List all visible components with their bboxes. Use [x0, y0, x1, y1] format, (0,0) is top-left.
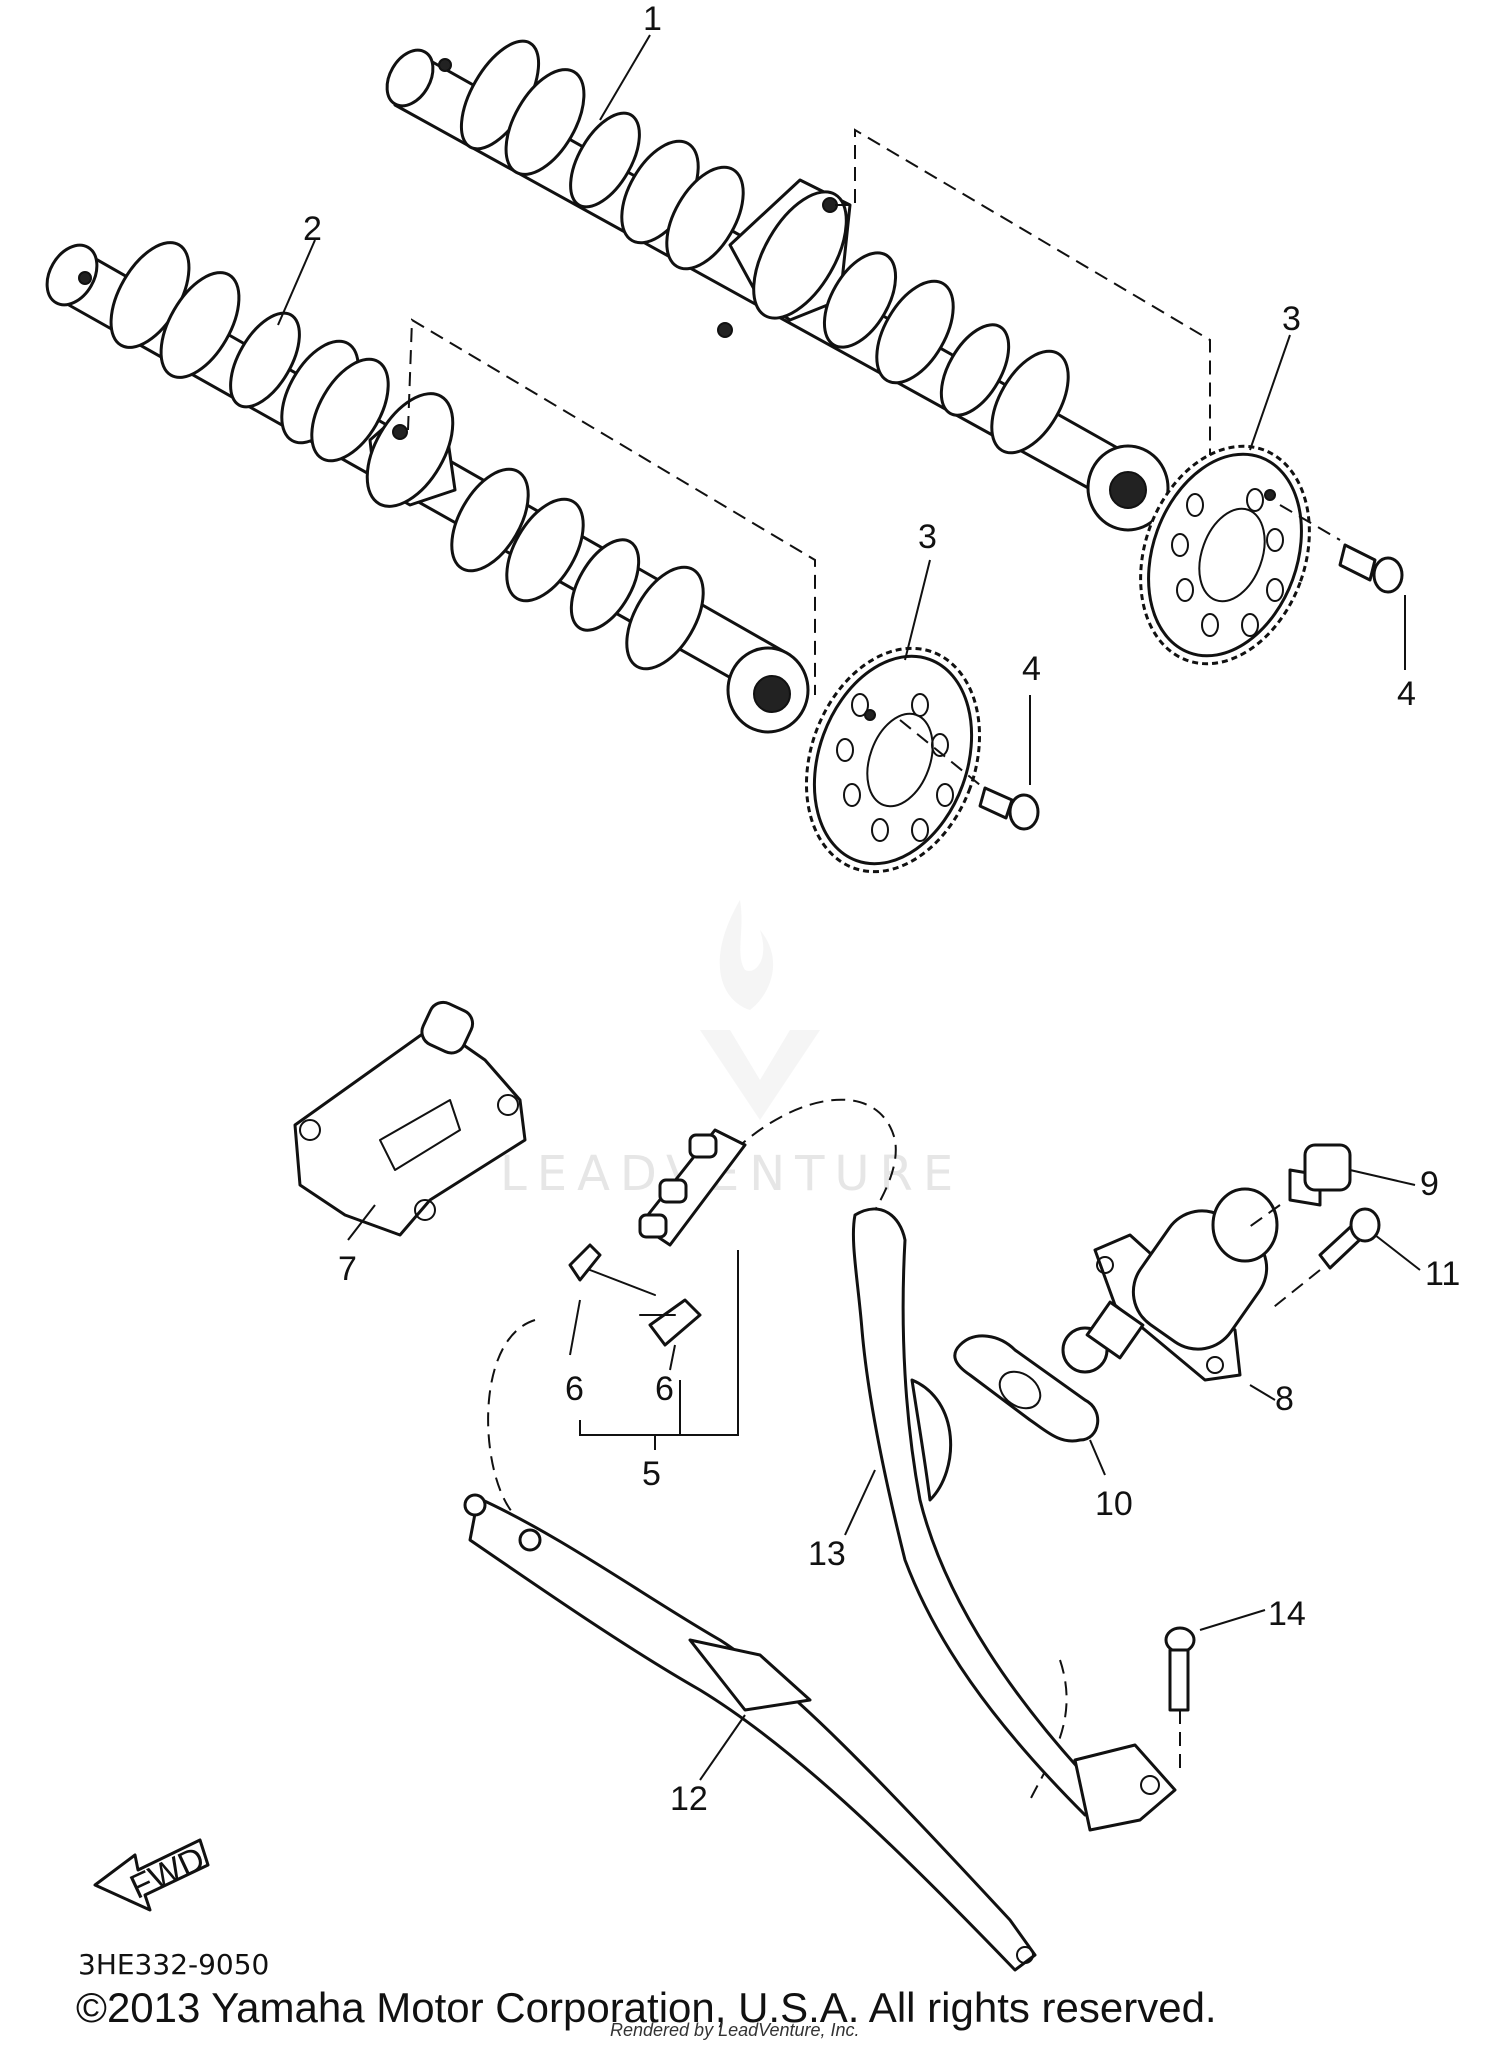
chain-segment[interactable]	[638, 1128, 747, 1247]
callout-6-left: 6	[565, 1370, 584, 1408]
guide-stopper[interactable]	[293, 998, 527, 1237]
rendered-by-notice: Rendered by LeadVenture, Inc.	[610, 2020, 860, 2040]
bolt-upper[interactable]	[1279, 504, 1404, 594]
chain-guide-exhaust[interactable]	[851, 1207, 1177, 1832]
guide-bolt[interactable]	[1164, 1626, 1196, 1770]
camshaft-upper[interactable]	[378, 29, 1170, 532]
copyright-notice: ©2013 Yamaha Motor Corporation, U.S.A. A…	[76, 1984, 1217, 2031]
callout-4-lower: 4	[1022, 650, 1041, 688]
bolt-lower[interactable]	[899, 719, 1040, 831]
callout-14: 14	[1268, 1595, 1306, 1633]
callout-10: 10	[1095, 1485, 1133, 1523]
tensioner[interactable]	[1061, 1187, 1282, 1382]
callout-5: 5	[642, 1455, 661, 1493]
chain-guide-intake[interactable]	[463, 1493, 1037, 1972]
callout-3-lower: 3	[918, 518, 937, 556]
forward-arrow	[93, 1838, 210, 1912]
chain-bracket-lines	[569, 1250, 739, 1450]
callout-6-right: 6	[655, 1370, 674, 1408]
sprocket-lower[interactable]	[777, 624, 1010, 896]
callout-7: 7	[338, 1250, 357, 1288]
diagram-code: 3HE332-9050	[78, 1948, 270, 1981]
gasket[interactable]	[953, 1334, 1100, 1443]
tensioner-bolt[interactable]	[1244, 1143, 1352, 1231]
sprocket-upper[interactable]	[1112, 422, 1339, 687]
callout-9: 9	[1420, 1165, 1439, 1203]
callout-13: 13	[808, 1535, 846, 1573]
callout-11: 11	[1425, 1255, 1460, 1293]
fwd-label: FWD	[124, 1839, 210, 1906]
callout-8: 8	[1275, 1380, 1294, 1418]
cam-chain-loop	[487, 1098, 1068, 1801]
callout-12: 12	[670, 1780, 708, 1818]
leader-lines	[277, 34, 1421, 1781]
watermark-logo	[700, 900, 820, 1120]
callout-2: 2	[303, 210, 322, 248]
chain-joint-left[interactable]	[568, 1243, 656, 1296]
chain-joint-right[interactable]	[639, 1298, 702, 1347]
bolt-11[interactable]	[1269, 1207, 1381, 1311]
camshaft-lower[interactable]	[37, 230, 810, 734]
callout-4-upper: 4	[1397, 675, 1416, 713]
callout-3-upper: 3	[1282, 300, 1301, 338]
callout-1: 1	[643, 0, 662, 38]
